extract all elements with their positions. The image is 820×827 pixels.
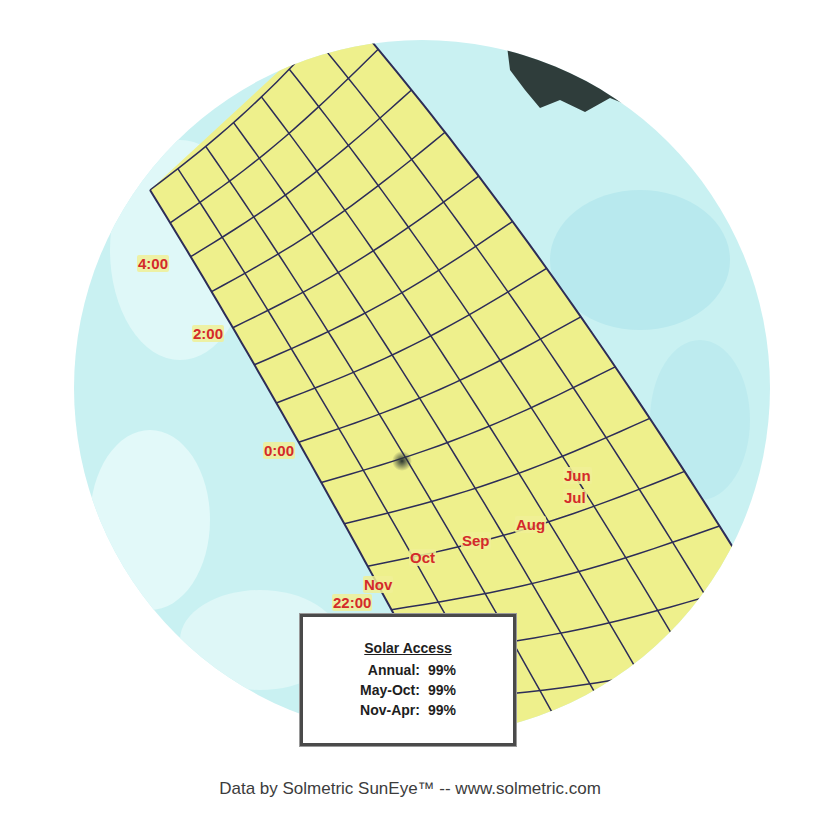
month-label: Jun <box>563 467 592 484</box>
hour-line <box>465 699 820 747</box>
sun-path-band <box>150 10 820 824</box>
solar-access-box: Solar AccessAnnual: 99% May-Oct: 99% Nov-Apr… <box>300 614 516 746</box>
hour-label: 22:00 <box>332 594 372 611</box>
hour-label: 4:00 <box>137 255 169 272</box>
tree-silhouette <box>695 95 713 120</box>
month-line <box>289 69 774 812</box>
month-label: Jul <box>563 489 587 506</box>
month-label: Oct <box>409 549 436 566</box>
box-title: Solar Access <box>315 640 501 656</box>
month-label: Sep <box>461 532 491 549</box>
hour-label: 0:00 <box>263 442 295 459</box>
sky-view <box>60 10 820 824</box>
month-line <box>206 146 613 823</box>
month-line <box>178 169 559 825</box>
period-label: Annual: <box>315 662 420 678</box>
month-line <box>234 123 667 822</box>
month-label: Nov <box>363 576 393 593</box>
month-line <box>261 97 720 818</box>
percent-value: 99% <box>428 662 501 678</box>
period-label: May-Oct: <box>315 682 420 698</box>
caption: Data by Solmetric SunEye™ -- www.solmetr… <box>0 779 820 799</box>
percent-value: 99% <box>428 702 501 718</box>
solar-access-table: Solar AccessAnnual: 99% May-Oct: 99% Nov-Apr… <box>315 623 501 718</box>
hour-label: 2:00 <box>192 325 224 342</box>
percent-value: 99% <box>428 682 501 698</box>
hour-line <box>170 49 378 223</box>
tree-silhouette <box>505 30 715 112</box>
sun-path-fill <box>150 10 820 824</box>
lens-center-dot <box>392 451 412 471</box>
hour-line <box>150 10 345 190</box>
sky-patch <box>90 430 210 610</box>
sky-patch <box>550 190 730 330</box>
month-label: Aug <box>515 516 546 533</box>
ground-shadow <box>75 560 108 613</box>
period-label: Nov-Apr: <box>315 702 420 718</box>
